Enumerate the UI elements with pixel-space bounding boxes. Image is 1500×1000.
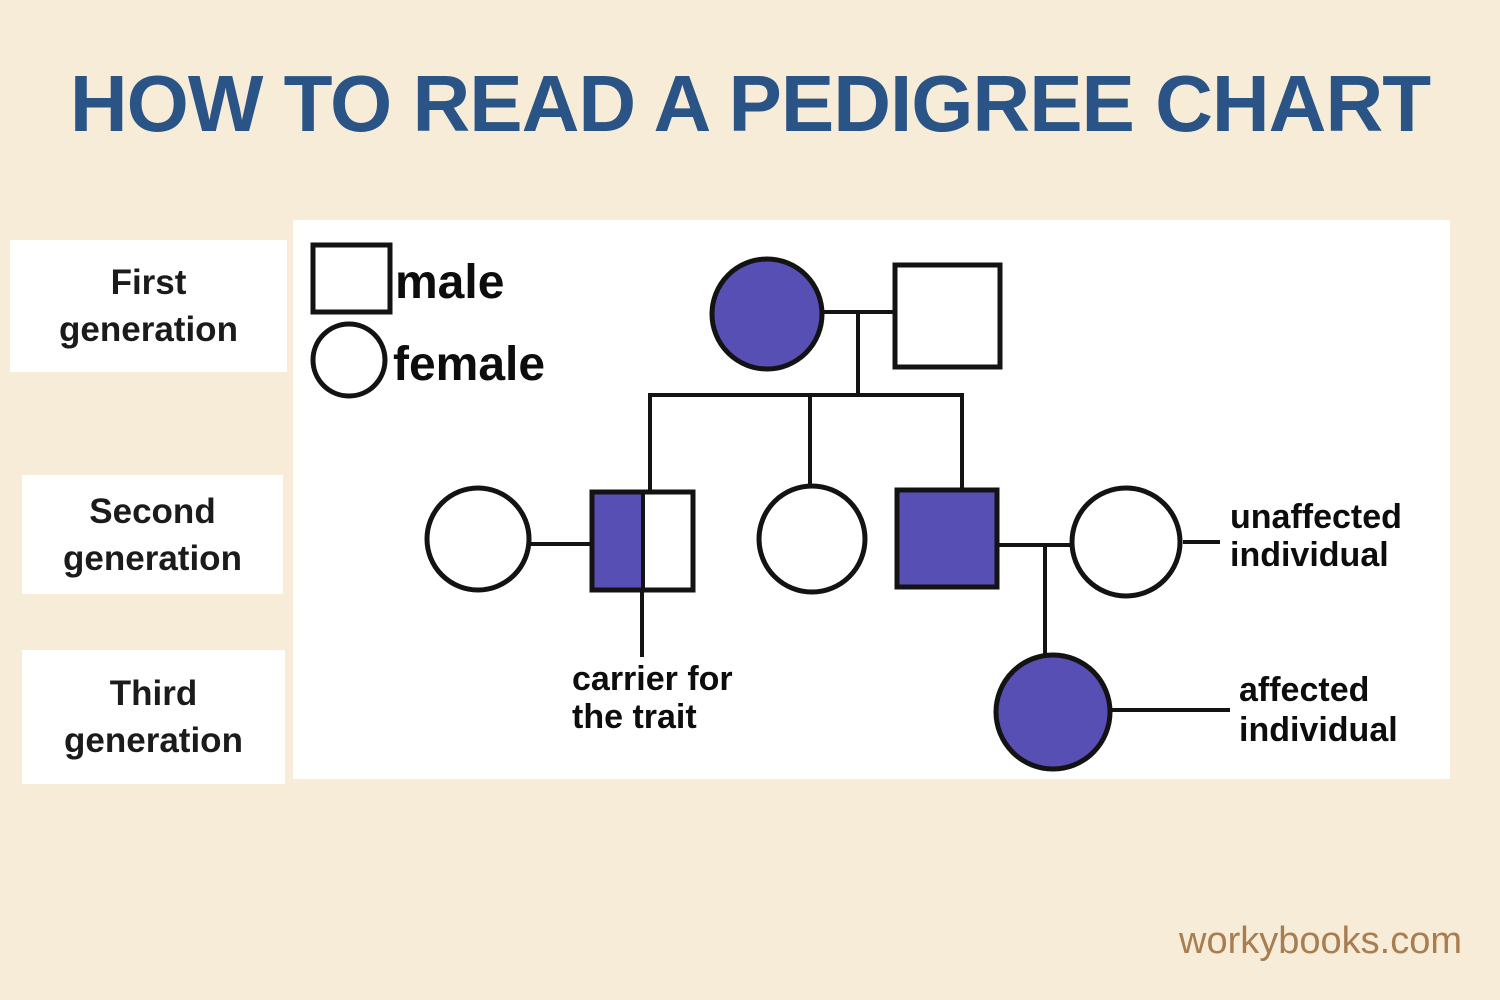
gen2-affected-male [894, 487, 1000, 590]
legend-male-square [310, 242, 393, 315]
gen1-affected-female [709, 256, 825, 372]
carrier-label-line1: carrier for [572, 660, 733, 698]
generation-label-third: Third generation [22, 650, 285, 784]
gen2-spouse-female-left [424, 485, 532, 593]
generation-label-first-line1: First [110, 263, 187, 302]
generation-label-third-line1: Third [109, 674, 198, 713]
pedigree-chart-panel: male female carrier for the trait unaffe… [293, 220, 1450, 779]
page-title: HOW TO READ A PEDIGREE CHART [69, 59, 1431, 148]
gen1-unaffected-male [892, 262, 1003, 370]
legend-male-label: male [395, 256, 504, 309]
unaffected-label-line1: unaffected [1230, 498, 1402, 536]
gen2-unaffected-female-middle [756, 483, 868, 595]
generation-label-second-line1: Second [89, 491, 216, 531]
affected-label-line2: individual [1239, 711, 1398, 749]
gen3-affected-female [993, 652, 1113, 772]
pedigree-diagram: male female carrier for the trait unaffe… [310, 242, 1402, 772]
legend-female-circle [310, 321, 388, 399]
watermark-text: workybooks.com [1179, 920, 1462, 962]
generation-label-second-line2: generation [63, 538, 242, 578]
generation-label-first-line2: generation [59, 310, 238, 349]
legend-female-label: female [393, 338, 545, 391]
unaffected-label-line2: individual [1230, 536, 1389, 574]
gen2-unaffected-female-right [1069, 485, 1183, 599]
affected-label-line1: affected [1239, 671, 1369, 709]
gen2-carrier-male-halffill [592, 492, 643, 590]
generation-label-first: First generation [10, 240, 287, 372]
carrier-label-line2: the trait [572, 698, 697, 736]
generation-label-second: Second generation [22, 475, 283, 594]
generation-label-third-line2: generation [64, 721, 243, 760]
